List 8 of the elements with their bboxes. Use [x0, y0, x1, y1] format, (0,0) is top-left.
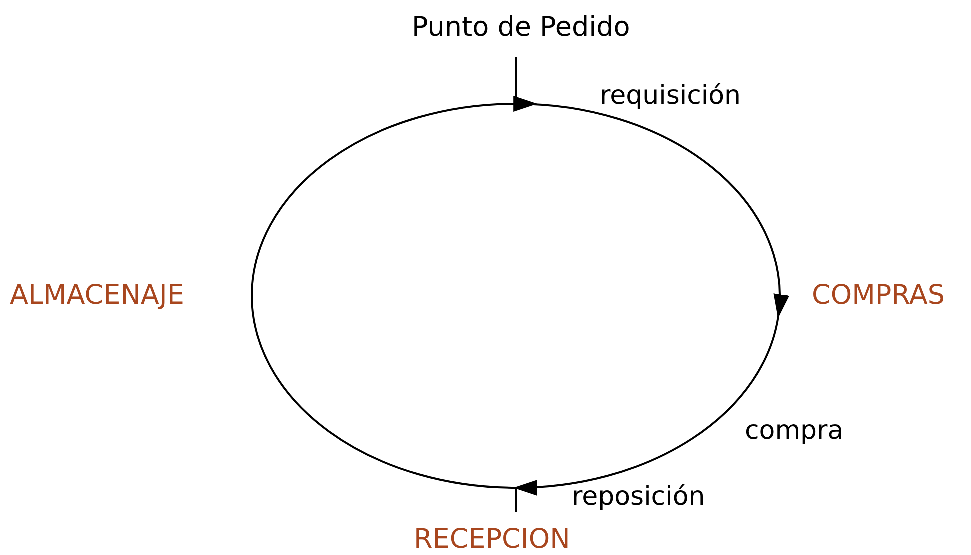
cycle-arrow [514, 316, 780, 496]
stage-label: ALMACENAJE [10, 282, 184, 309]
note-label: reposición [572, 484, 706, 510]
cycle-arrow [514, 96, 788, 318]
stage-label: Punto de Pedido [412, 14, 630, 41]
edge-label: requisición [600, 83, 741, 109]
stage-label: COMPRAS [812, 282, 945, 309]
stage-label: RECEPCION [414, 526, 570, 553]
